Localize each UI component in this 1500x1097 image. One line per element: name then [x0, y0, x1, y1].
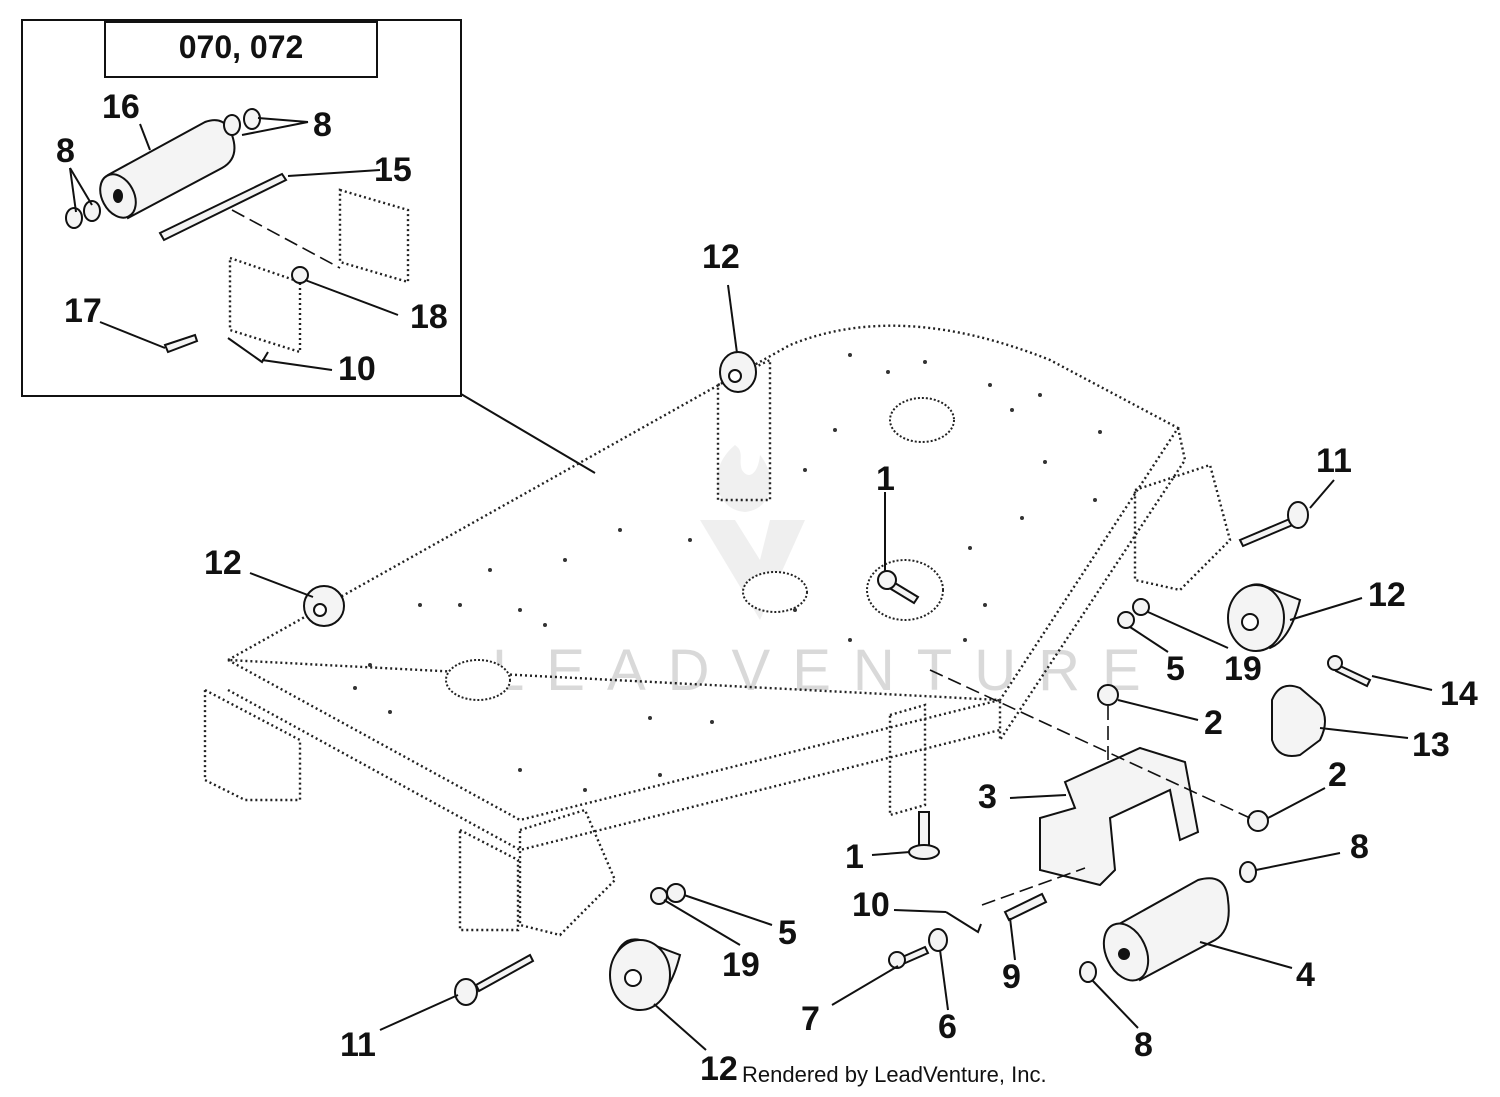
- callout-labels: 16 8 8 15 17 18 10 12 12 12 12 1 1 11 11…: [56, 88, 1478, 1088]
- callout-11-right: 11: [1316, 442, 1352, 480]
- nut-right: [1117, 611, 1135, 629]
- cotter-pin: [945, 911, 982, 934]
- wheel-front-left: [609, 938, 682, 1011]
- callout-14: 14: [1440, 675, 1478, 713]
- callout-1-lower: 1: [845, 838, 864, 876]
- nut-top: [1097, 684, 1119, 706]
- inset-pin: [227, 337, 269, 364]
- washer-left: [650, 887, 668, 905]
- callout-7: 7: [801, 1000, 820, 1038]
- callout-5-right: 5: [1166, 650, 1185, 688]
- watermark-text: LEADVENTURE: [492, 638, 1163, 703]
- callout-12-rear-top: 12: [702, 238, 740, 276]
- bolt-lower: [908, 811, 940, 860]
- render-credit: Rendered by LeadVenture, Inc.: [742, 1062, 1047, 1087]
- wheel-rear-left: [303, 585, 345, 627]
- nut-left: [666, 883, 686, 903]
- callout-2-top: 2: [1204, 704, 1223, 742]
- inset-bolt: [163, 333, 199, 354]
- callout-8-bottom: 8: [1134, 1026, 1153, 1064]
- callout-2-bottom: 2: [1328, 756, 1347, 794]
- callout-8-inset-left: 8: [56, 132, 75, 170]
- wheel-front-right: [1227, 583, 1302, 652]
- callout-17: 17: [64, 292, 102, 330]
- callout-11-left: 11: [340, 1026, 376, 1064]
- callout-3: 3: [978, 778, 997, 816]
- callout-1-upper: 1: [876, 460, 895, 498]
- inset-bracket-left: [228, 256, 302, 354]
- callout-10-inset: 10: [338, 350, 376, 388]
- callout-19-left: 19: [722, 946, 760, 984]
- axle-bolt-right: [1238, 501, 1309, 548]
- wheel-rear-top: [719, 351, 757, 393]
- leader-lines: [249, 284, 1433, 1051]
- callout-4: 4: [1296, 956, 1315, 994]
- roller: [1102, 877, 1230, 982]
- mounting-bracket: [1039, 746, 1200, 887]
- axle-bolt-left: [454, 953, 535, 1006]
- callout-12-front-left: 12: [700, 1050, 738, 1088]
- callout-19-right: 19: [1224, 650, 1262, 688]
- callout-15: 15: [374, 151, 412, 189]
- inset-washers: [65, 108, 261, 229]
- flat-washer: [928, 928, 948, 952]
- callout-8-inset-right: 8: [313, 106, 332, 144]
- callout-18: 18: [410, 298, 448, 336]
- callout-16: 16: [102, 88, 140, 126]
- roller-washer-bottom: [1079, 961, 1097, 983]
- washer-right: [1132, 598, 1150, 616]
- roller-washer-top: [1239, 861, 1257, 883]
- inset-nut: [291, 266, 309, 284]
- callout-12-rear-left: 12: [204, 544, 242, 582]
- inset-bracket-right: [338, 188, 410, 284]
- cover-plate: [1271, 684, 1326, 757]
- inset-shaft: [158, 172, 288, 242]
- callout-9: 9: [1002, 958, 1021, 996]
- callout-12-front-right: 12: [1368, 576, 1406, 614]
- callout-10: 10: [852, 886, 890, 924]
- bolt-upper: [877, 570, 920, 605]
- inset-roller: [99, 119, 236, 220]
- callout-6: 6: [938, 1008, 957, 1046]
- callout-5-left: 5: [778, 914, 797, 952]
- clevis-pin: [1003, 892, 1048, 922]
- watermark-logo: [700, 445, 805, 620]
- callout-8-top: 8: [1350, 828, 1369, 866]
- nut-bottom: [1247, 810, 1269, 832]
- inset-panel: 070, 072: [21, 19, 596, 474]
- callout-13: 13: [1412, 726, 1450, 764]
- inset-title: 070, 072: [179, 29, 304, 65]
